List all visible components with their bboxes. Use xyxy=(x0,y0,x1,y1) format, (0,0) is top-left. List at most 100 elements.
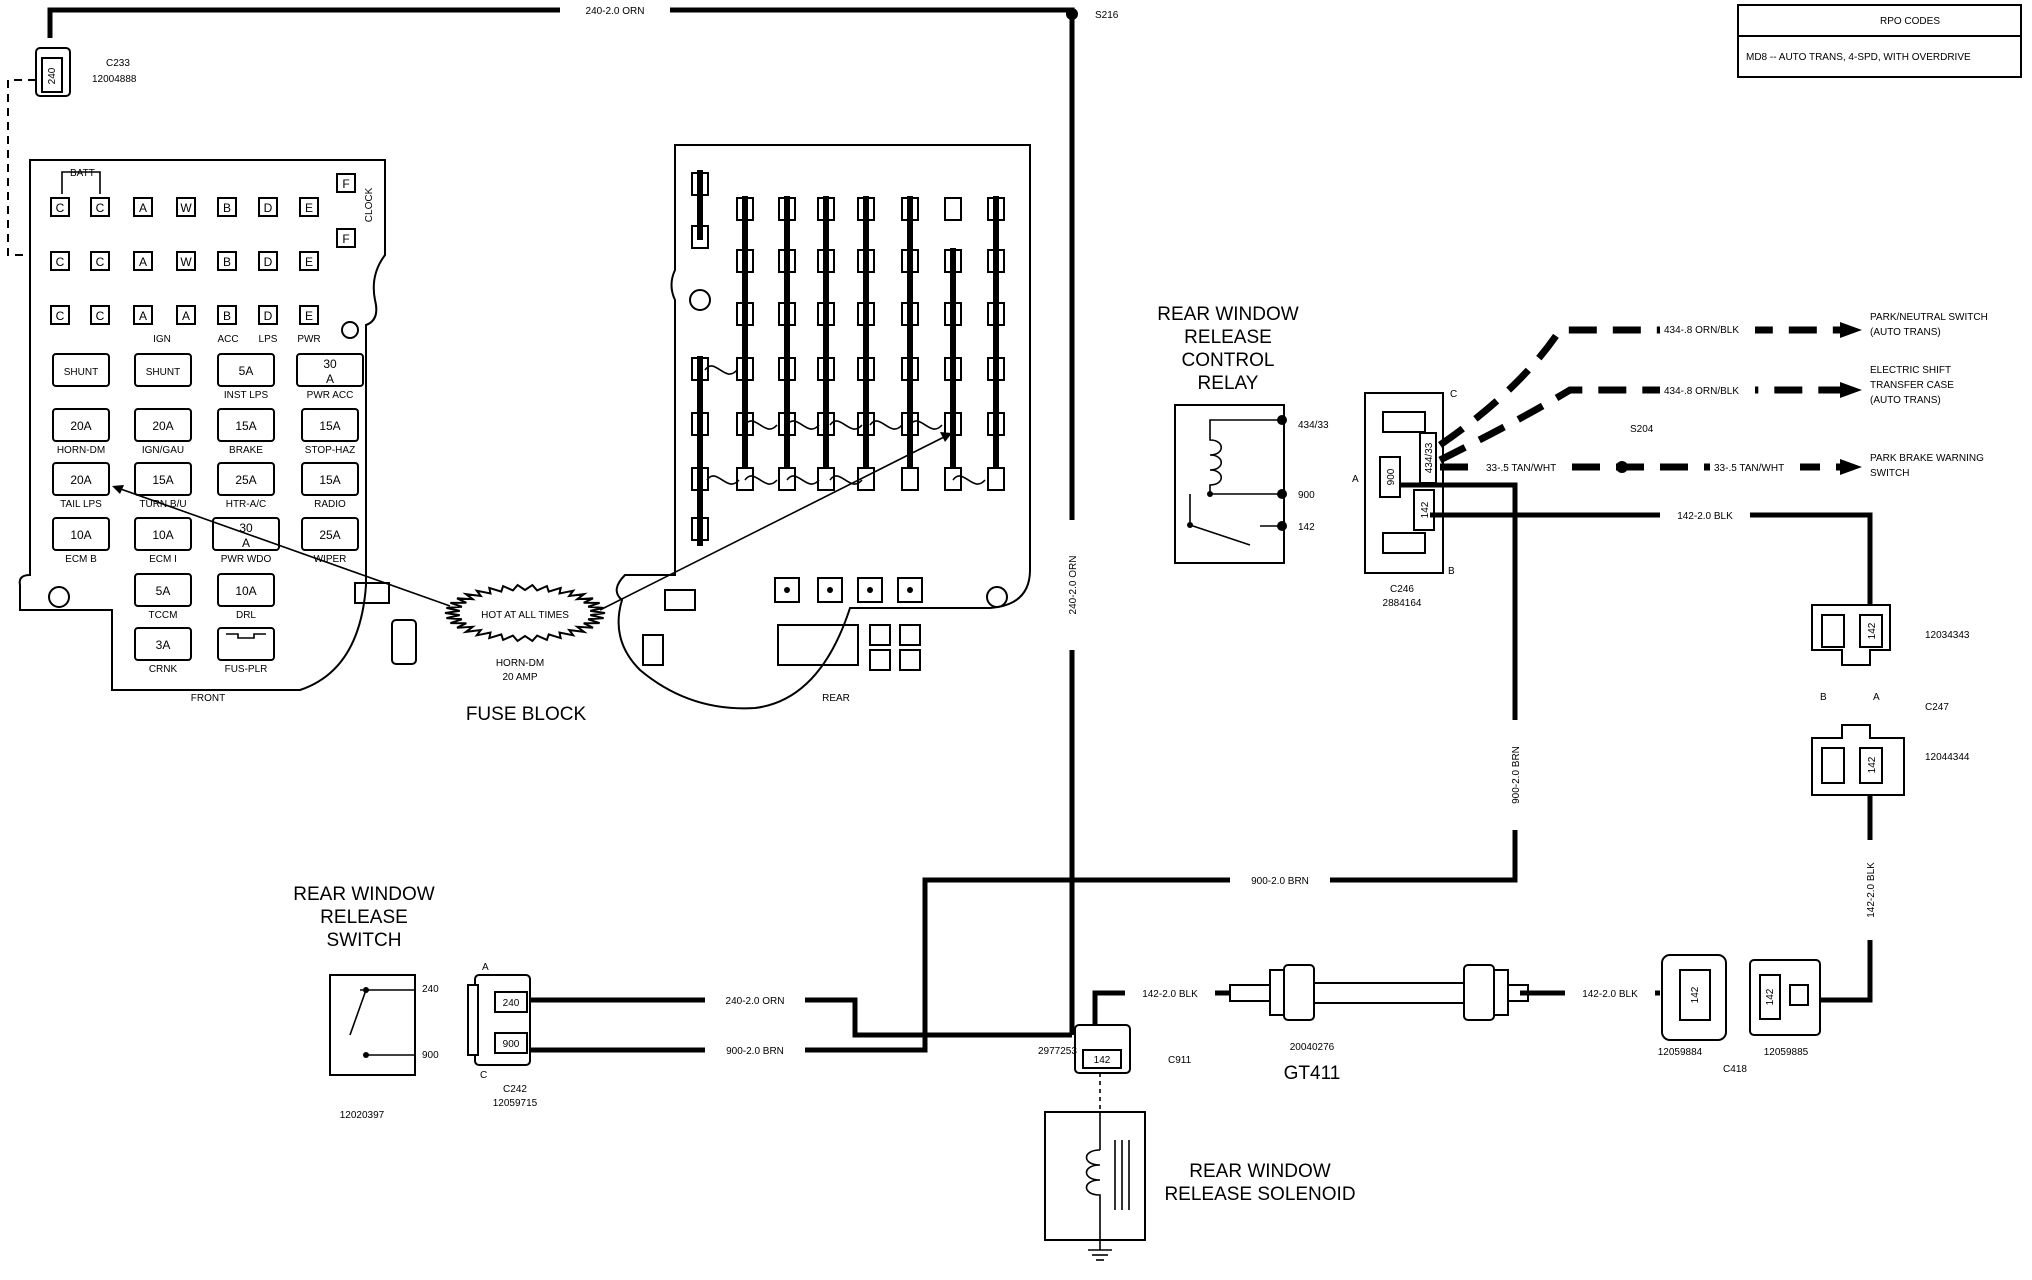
connector-c418: 142 142 12059884 12059885 C418 xyxy=(1658,954,1821,1075)
wire-label-blk-vertical: 142-2.0 BLK xyxy=(1866,862,1877,918)
rear-terminal xyxy=(901,196,919,252)
c911-part: 2977253 xyxy=(1038,1046,1077,1057)
fuse-value: A xyxy=(326,372,334,386)
terminal: A xyxy=(133,197,153,217)
c246-label-c: C xyxy=(1450,389,1457,400)
relay-pin-3: 142 xyxy=(1298,522,1315,533)
terminal: C xyxy=(90,251,110,271)
batt-label: BATT xyxy=(70,168,95,179)
rear-terminal xyxy=(736,411,754,467)
hot-at-all-times-burst: HOT AT ALL TIMES HORN-DM 20 AMP xyxy=(112,432,952,683)
terminal-label: C xyxy=(96,309,105,323)
terminal-label: A xyxy=(139,255,147,269)
fuse-caption: TAIL LPS xyxy=(60,499,102,510)
wire-orn-to-switch: 240-2.0 ORN xyxy=(530,992,1072,1038)
terminal-caption: ACC xyxy=(217,334,238,345)
solenoid-title-1: REAR WINDOW xyxy=(1189,1161,1331,1182)
fuse-caption: FUS-PLR xyxy=(225,664,268,675)
terminal: D xyxy=(258,197,278,217)
terminal-f: F xyxy=(336,173,356,193)
fuse-value: 20A xyxy=(70,419,91,433)
terminal: B xyxy=(217,197,237,217)
rear-terminal xyxy=(944,248,962,304)
rear-terminal xyxy=(944,301,962,357)
terminal-caption: LPS xyxy=(259,334,278,345)
front-label: FRONT xyxy=(191,693,225,704)
c246-pin-434: 434/33 xyxy=(1424,442,1435,473)
fuse-horn-relay-socket xyxy=(354,582,417,665)
rear-terminal xyxy=(778,411,796,467)
rear-terminal xyxy=(817,411,835,467)
c246-name: C246 xyxy=(1390,584,1414,595)
c246-label-a: A xyxy=(1352,474,1359,485)
c418-part-right: 12059885 xyxy=(1764,1047,1809,1058)
rear-terminal xyxy=(817,356,835,412)
rear-relay xyxy=(774,577,800,603)
rear-terminal xyxy=(987,356,1005,412)
dest-park-neutral-1: PARK/NEUTRAL SWITCH xyxy=(1870,312,1988,323)
c247-lower-pin: 142 xyxy=(1867,756,1878,773)
gt411-name: GT411 xyxy=(1284,1063,1341,1084)
c242-part: 12059715 xyxy=(493,1098,538,1109)
fuse-value: SHUNT xyxy=(64,367,98,378)
relay-pin-1: 434/33 xyxy=(1298,420,1329,431)
rear-terminal xyxy=(987,248,1005,304)
terminal-label: B xyxy=(223,201,231,215)
terminal: A xyxy=(133,251,153,271)
rear-terminal xyxy=(778,301,796,357)
fuse-value: 10A xyxy=(235,584,256,598)
rear-terminal xyxy=(736,196,754,252)
terminal: B xyxy=(217,305,237,325)
c242-pin-a: 240 xyxy=(503,998,520,1009)
switch-rear-window-release: REAR WINDOW RELEASE SWITCH 240 900 12020… xyxy=(293,884,439,1121)
terminal-label: D xyxy=(264,255,273,269)
dash-label-1: 434-.8 ORN/BLK xyxy=(1664,325,1739,336)
fuse-value: 30 xyxy=(323,357,337,371)
rear-terminal xyxy=(857,248,875,304)
wire-label-switch-brn: 900-2.0 BRN xyxy=(726,1046,784,1057)
rear-terminal xyxy=(778,196,796,252)
fuse-value: 15A xyxy=(319,419,340,433)
terminal: C xyxy=(50,197,70,217)
terminal-caption: IGN xyxy=(153,334,171,345)
rear-terminal xyxy=(736,467,754,491)
fuse-value: 5A xyxy=(156,584,171,598)
rear-terminal xyxy=(944,356,962,412)
wire-label-blk-left: 142-2.0 BLK xyxy=(1142,989,1198,1000)
c233-name: C233 xyxy=(106,58,130,69)
horn-fuse-line1: HORN-DM xyxy=(496,658,544,669)
solenoid-rear-window-release: REAR WINDOW RELEASE SOLENOID xyxy=(1044,1111,1356,1261)
terminal-label: A xyxy=(139,309,147,323)
terminal-label: A xyxy=(182,309,190,323)
rear-terminal xyxy=(817,248,835,304)
rear-relay xyxy=(857,577,883,603)
relay-title-4: RELAY xyxy=(1198,373,1259,394)
terminal: D xyxy=(258,251,278,271)
rear-terminal xyxy=(857,356,875,412)
terminal-label: C xyxy=(56,255,65,269)
wire-label-brn-horizontal: 900-2.0 BRN xyxy=(1251,876,1309,887)
c247-upper-pin: 142 xyxy=(1867,622,1878,639)
terminal: W xyxy=(176,251,196,271)
c242-label-c: C xyxy=(480,1070,487,1081)
rear-terminal xyxy=(987,467,1005,491)
terminal: C xyxy=(90,197,110,217)
gt411-part: 20040276 xyxy=(1290,1042,1335,1053)
terminal: E xyxy=(299,251,319,271)
rear-terminal xyxy=(901,467,919,491)
fuse-value: 3A xyxy=(156,638,171,652)
terminal-label: W xyxy=(180,255,192,269)
terminal-label: E xyxy=(305,201,313,215)
fuse-caption: RADIO xyxy=(314,499,346,510)
relay-title-1: REAR WINDOW xyxy=(1157,304,1299,325)
fuse-block-rear: REAR FUSE BLOCK xyxy=(466,144,1031,725)
terminal-label: E xyxy=(305,255,313,269)
rear-terminal xyxy=(857,301,875,357)
connector-c233: 240 C233 12004888 xyxy=(7,47,137,256)
